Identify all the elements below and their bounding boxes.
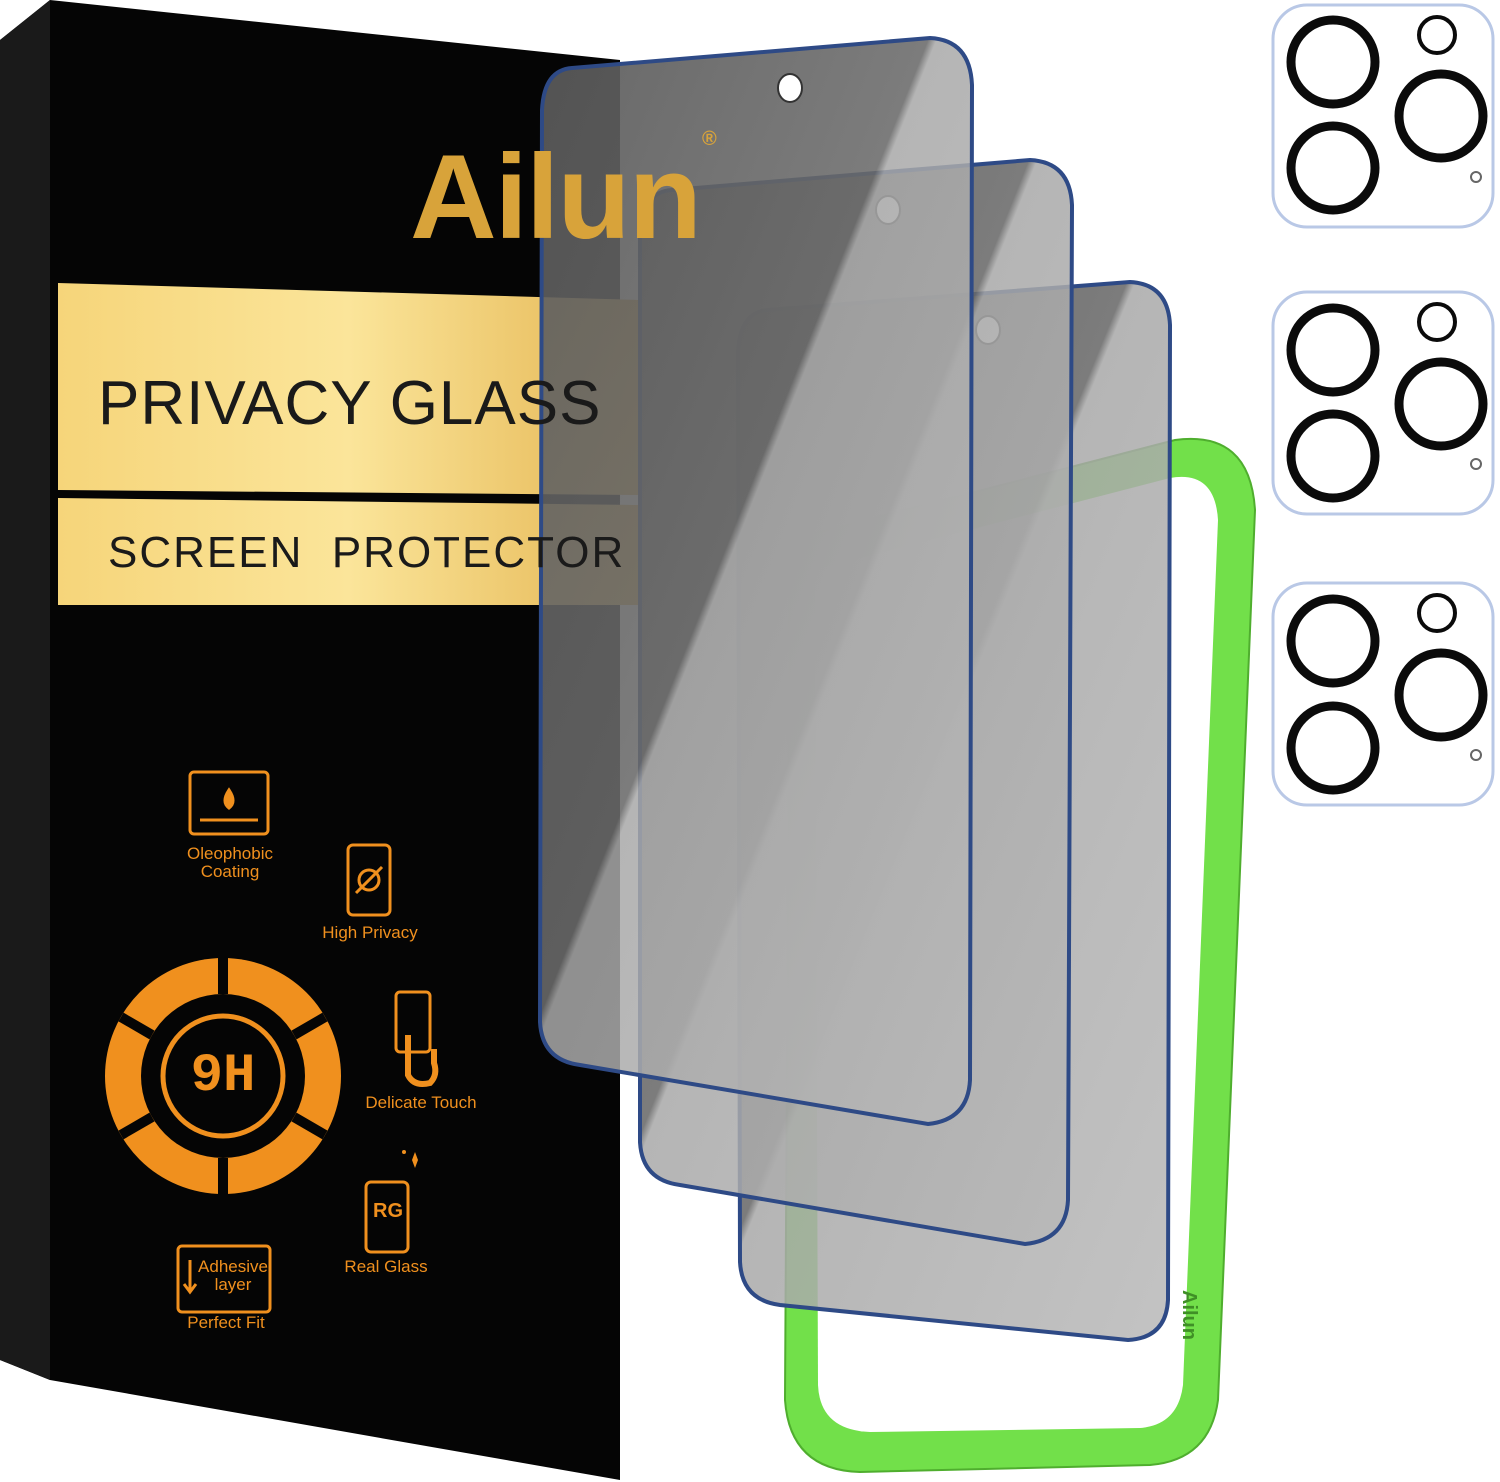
camera-protector-3 [1271, 581, 1495, 807]
oleophobic-label: Oleophobic Coating [186, 844, 273, 881]
high-privacy-label: High Privacy [322, 923, 418, 942]
perfect-fit-label: Perfect Fit [187, 1313, 265, 1332]
real-glass-label: Real Glass [344, 1257, 428, 1276]
hardness-label: 9H [190, 1046, 256, 1107]
real-glass-icon [364, 1150, 418, 1254]
adhesive-layer-icon [176, 1244, 272, 1314]
delicate-touch-label: Delicate Touch [365, 1093, 477, 1112]
hardness-9h-icon [105, 958, 341, 1194]
oleophobic-icon [188, 770, 270, 836]
glass-sheet-1 [537, 35, 975, 1127]
frame-brand-text: Ailun [1178, 1290, 1200, 1340]
camera-protector-1 [1271, 3, 1495, 229]
high-privacy-icon [346, 843, 392, 917]
delicate-touch-icon [394, 990, 439, 1087]
brand-logo: Ailun® [410, 128, 717, 266]
camera-protector-2 [1271, 290, 1495, 516]
product-title: PRIVACY GLASS [98, 369, 602, 438]
product-subtitle: SCREEN PROTECTOR [108, 528, 626, 577]
registered-mark: ® [701, 128, 717, 150]
real-glass-badge: RG [373, 1200, 403, 1222]
brand-name: Ailun [410, 130, 702, 264]
adhesive-layer-label: Adhesive layer [198, 1257, 268, 1294]
